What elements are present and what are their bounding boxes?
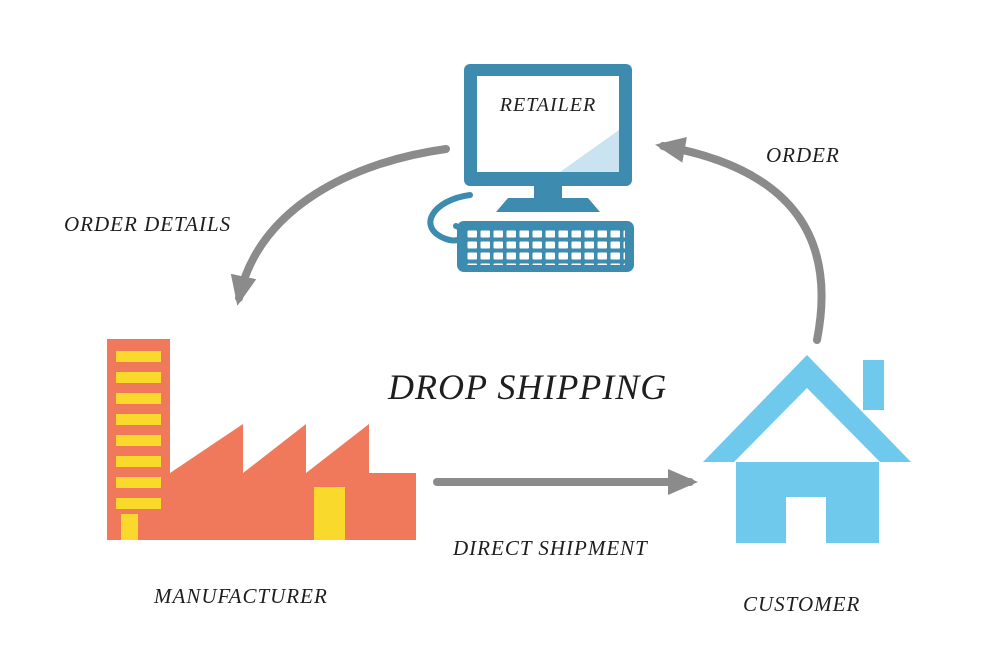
manufacturer-label: MANUFACTURER: [154, 584, 328, 608]
customer-label: CUSTOMER: [743, 592, 861, 616]
house-gable: [734, 388, 880, 462]
diagram-title: DROP SHIPPING: [388, 367, 668, 407]
factory-body: [170, 424, 416, 540]
factory-windows: [116, 351, 161, 517]
house-chimney: [863, 360, 884, 410]
house-door: [786, 497, 826, 543]
retailer-computer-icon: [427, 64, 634, 272]
order-label: ORDER: [766, 143, 840, 167]
order-arrow: [655, 137, 826, 344]
order-details-arrow: [230, 145, 450, 306]
retailer-label: RETAILER: [499, 94, 597, 116]
manufacturer-factory-icon: [107, 339, 416, 540]
screen-reflection: [560, 130, 619, 172]
monitor-neck: [534, 186, 562, 199]
factory-small-door: [121, 514, 138, 540]
direct-shipment-label: DIRECT SHIPMENT: [453, 536, 648, 560]
monitor-stand: [496, 198, 600, 212]
order-details-label: ORDER DETAILS: [64, 212, 232, 236]
factory-large-door: [314, 487, 345, 540]
keyboard-keys: [466, 229, 625, 265]
customer-house-icon: [703, 355, 911, 543]
